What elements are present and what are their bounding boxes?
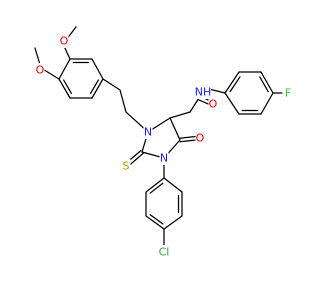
fluorophenyl-ring-bond	[224, 92, 240, 115]
carbonyl-oxygen-background	[195, 131, 205, 145]
fluorophenyl-ring-bond	[224, 71, 240, 94]
ring-carbonyl-bond	[179, 139, 199, 143]
chlorophenyl-ring-bond	[163, 177, 183, 193]
fluorophenyl-ring-bond	[260, 92, 274, 115]
ring-nitrogen-3: N	[144, 126, 152, 139]
ring-nitrogen-1-background	[159, 151, 169, 165]
chlorophenyl-ring-double-bond	[149, 182, 164, 194]
dimethoxyphenyl-ring-bond	[58, 58, 71, 80]
methoxy-oxygen-upper: O	[60, 35, 69, 48]
amide-nitrogen-background	[195, 85, 211, 99]
ring-nitrogen-3-background	[143, 125, 153, 139]
fluorine-atom-background	[283, 86, 293, 100]
methoxy-oxygen-upper-background	[59, 34, 69, 48]
thione-sulfur-background	[121, 159, 131, 173]
fluorophenyl-ring-double-bond	[259, 76, 269, 93]
thione-sulfur: S	[123, 160, 130, 173]
dimethoxyphenyl-ring-bond	[58, 78, 71, 99]
chlorophenyl-ring-bond	[163, 215, 183, 230]
methoxy-oxygen-lower-background	[35, 63, 45, 77]
fluorophenyl-ring-bond	[260, 71, 274, 94]
chlorine-atom: Cl	[159, 246, 170, 259]
ethyl-bond	[102, 78, 121, 91]
amide-oxygen: O	[209, 98, 218, 111]
dimethoxyphenyl-ring-double-bond	[90, 79, 99, 94]
amide-nitrogen: NH	[195, 86, 212, 99]
dimethoxyphenyl-ring-double-bond	[63, 79, 72, 94]
imidazolidine-bond	[169, 117, 181, 141]
chlorine-atom-background	[156, 245, 172, 259]
carbonyl-oxygen: O	[196, 132, 205, 145]
amide-oxygen-background	[208, 97, 218, 111]
ring-nitrogen-1: N	[160, 152, 168, 165]
chlorophenyl-ring-double-bond	[149, 214, 164, 225]
dimethoxyphenyl-ring-bond	[91, 58, 104, 80]
chlorophenyl-ring-bond	[145, 177, 165, 193]
fluorophenyl-ring-double-bond	[229, 76, 241, 93]
fluorine-atom: F	[285, 87, 291, 100]
thione-bond	[128, 152, 144, 166]
ethyl-bond	[119, 89, 127, 113]
chlorophenyl-ring-bond	[145, 215, 165, 230]
dimethoxyphenyl-ring-bond	[91, 78, 104, 99]
acetamide-bond	[189, 97, 200, 113]
methoxy-oxygen-lower: O	[36, 64, 45, 77]
ring-carbonyl-bond	[179, 135, 199, 139]
acetamide-bond	[169, 111, 191, 119]
